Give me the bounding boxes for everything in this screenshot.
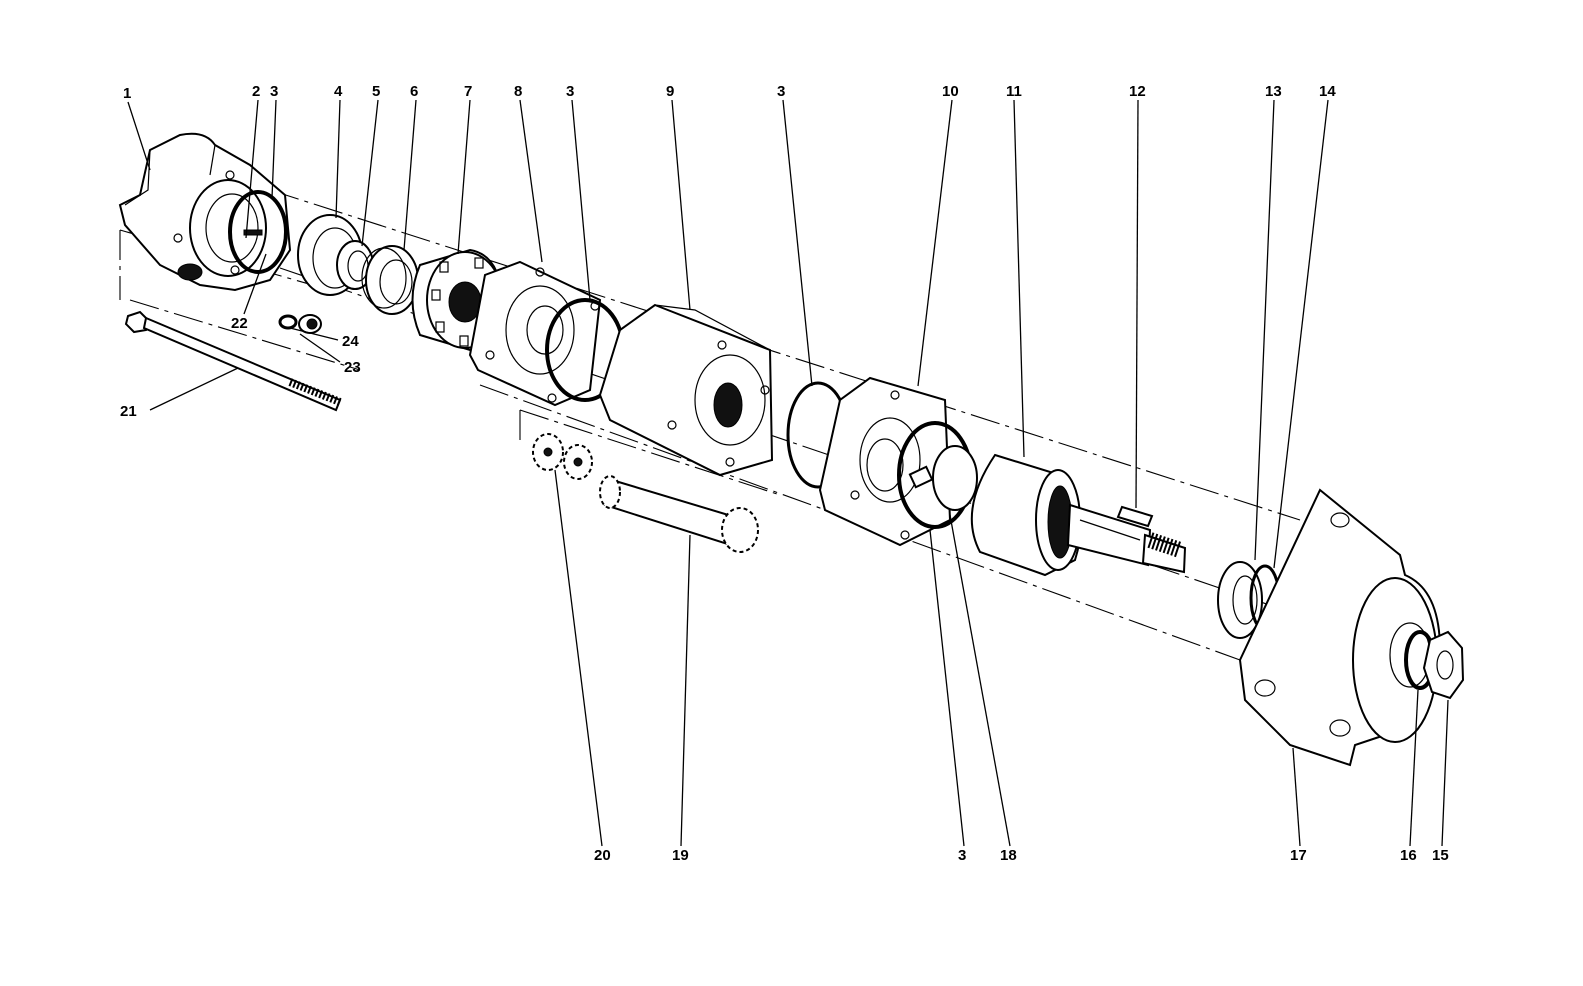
callout-11: 11 [1006,83,1022,100]
callout-15: 15 [1432,847,1449,864]
callout-20: 20 [594,847,611,864]
callout-4: 4 [334,83,343,100]
callout-9: 9 [666,83,674,100]
callout-12: 12 [1129,83,1146,100]
callout-22: 22 [231,315,248,332]
callout-1: 1 [123,85,131,102]
callout-3: 3 [566,83,574,100]
plug-part [278,314,322,334]
splined-shaft-part [599,475,759,553]
callout-17: 17 [1290,847,1307,864]
plate-part [468,260,602,407]
flange-part [818,376,952,547]
callout-5: 5 [372,83,380,100]
callout-10: 10 [942,83,959,100]
callout-23: 23 [344,359,361,376]
castle-nut-part [1422,630,1465,700]
seal-ring-part [228,190,288,274]
callout-6: 6 [410,83,418,100]
end-cover-part [118,132,292,292]
callout-3: 3 [958,847,966,864]
gear-pair-part [532,433,593,480]
callout-24: 24 [342,333,359,350]
callout-14: 14 [1319,83,1336,100]
shaft-seal-part [1217,561,1281,639]
output-shaft-part [932,445,1187,577]
callout-7: 7 [464,83,472,100]
housing-part [598,303,774,477]
callout-labels: 1 2 3 4 5 6 7 8 3 9 3 10 11 12 13 14 22 … [120,83,1449,864]
callout-16: 16 [1400,847,1417,864]
callout-8: 8 [514,83,522,100]
callout-19: 19 [672,847,689,864]
callout-21: 21 [120,403,137,420]
key-part [1116,505,1154,528]
mounting-flange-part [1238,488,1442,767]
callout-3: 3 [777,83,785,100]
callout-3: 3 [270,83,278,100]
callout-13: 13 [1265,83,1282,100]
callout-18: 18 [1000,847,1017,864]
leader-lines [127,99,1449,847]
bolt-part [124,310,342,412]
callout-2: 2 [252,83,260,100]
